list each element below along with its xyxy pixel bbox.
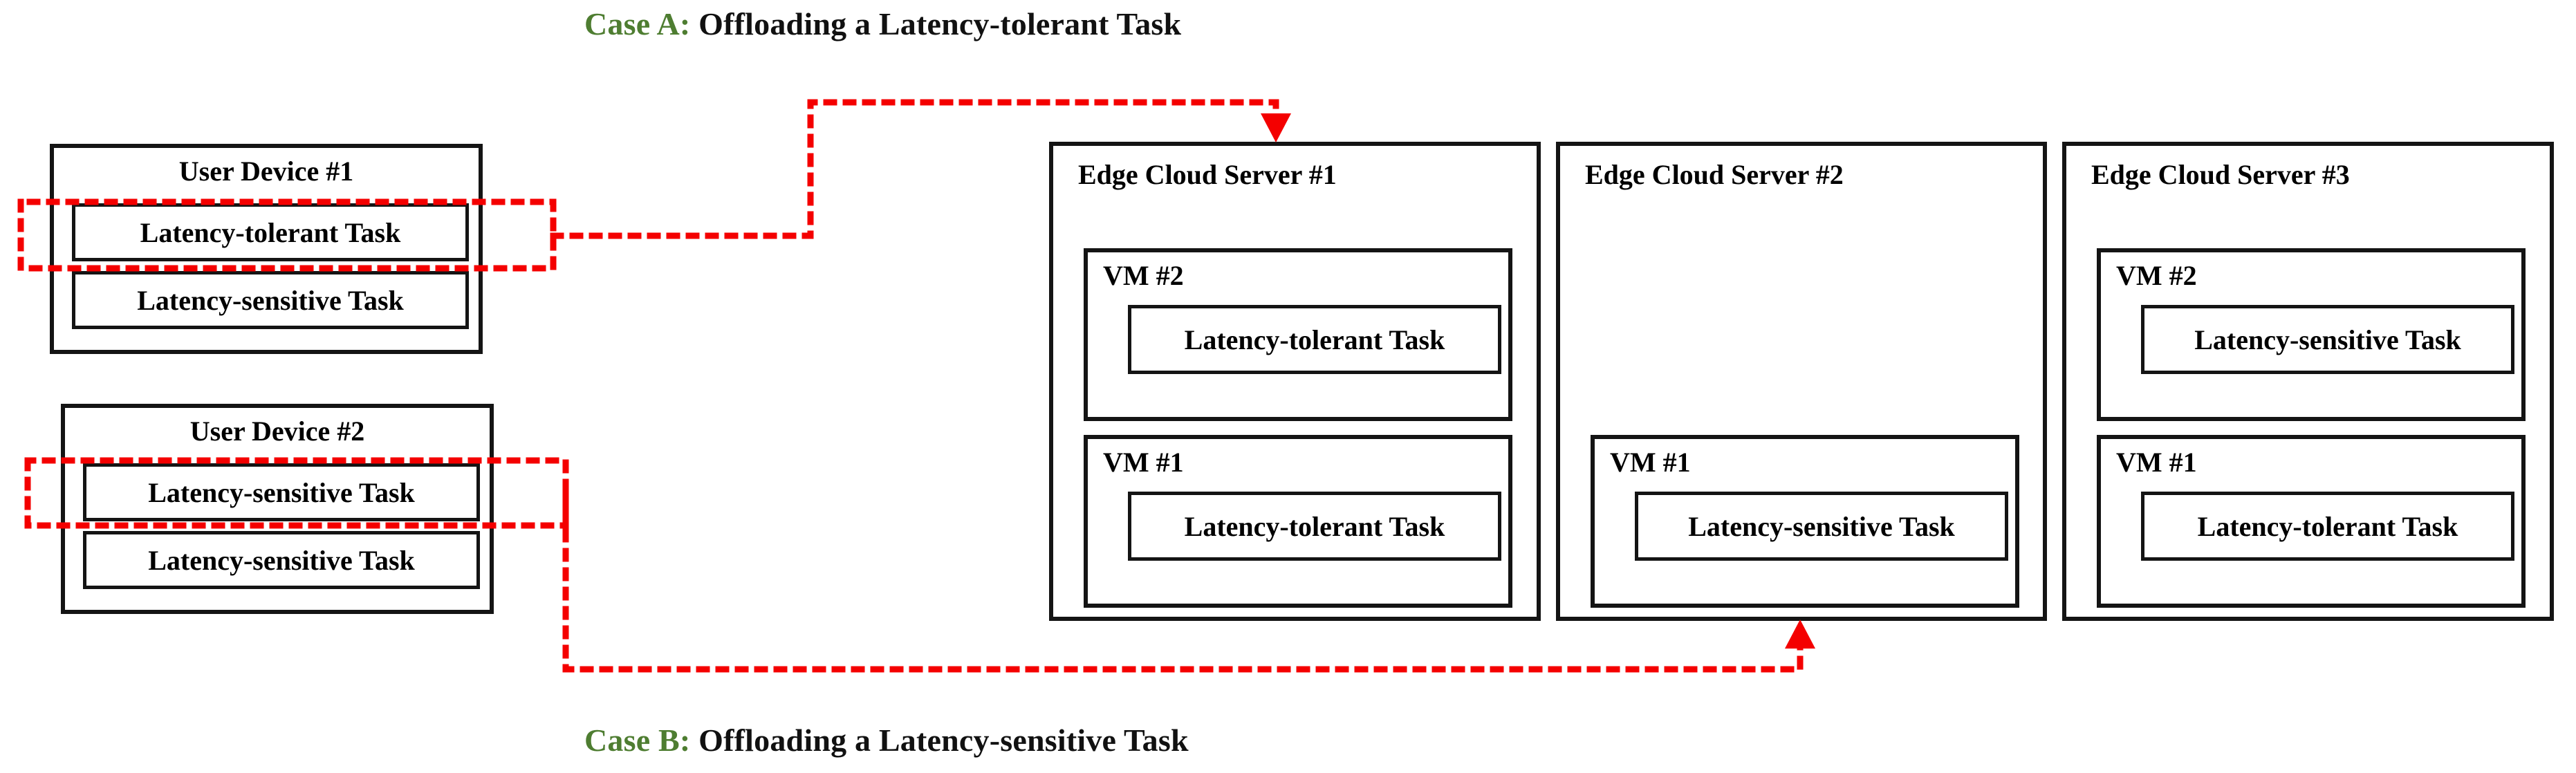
user-device-2-task-1[interactable]: Latency-sensitive Task [83, 463, 480, 521]
edge-cloud-server-1-vm-2[interactable]: VM #2 Latency-tolerant Task [1084, 248, 1512, 421]
edge-cloud-server-1-vm-2-task[interactable]: Latency-tolerant Task [1128, 305, 1501, 374]
edge-cloud-server-1[interactable]: Edge Cloud Server #1 VM #2 Latency-toler… [1049, 142, 1541, 621]
case-b-text: Offloading a Latency-sensitive Task [690, 723, 1189, 758]
edge-cloud-server-3-vm-2-name: VM #2 [2116, 260, 2197, 291]
caption-case-a: Case A: Offloading a Latency-tolerant Ta… [584, 6, 1181, 42]
edge-cloud-server-2-title: Edge Cloud Server #2 [1585, 159, 1844, 190]
case-a-arrowhead-icon [1261, 113, 1291, 142]
edge-cloud-server-1-vm-1[interactable]: VM #1 Latency-tolerant Task [1084, 435, 1512, 608]
user-device-1[interactable]: User Device #1 Latency-tolerant Task Lat… [50, 144, 483, 354]
caption-case-b: Case B: Offloading a Latency-sensitive T… [584, 722, 1189, 758]
user-device-1-task-1-label: Latency-tolerant Task [140, 216, 401, 248]
case-a-label: Case A: [584, 6, 691, 41]
edge-cloud-server-3-vm-1-task[interactable]: Latency-tolerant Task [2141, 492, 2514, 561]
user-device-1-task-1[interactable]: Latency-tolerant Task [72, 203, 469, 261]
edge-cloud-server-1-vm-1-task-label: Latency-tolerant Task [1184, 510, 1445, 542]
edge-cloud-server-3-vm-1-name: VM #1 [2116, 447, 2197, 478]
edge-cloud-server-1-vm-1-task[interactable]: Latency-tolerant Task [1128, 492, 1501, 561]
edge-cloud-server-3-vm-2-task[interactable]: Latency-sensitive Task [2141, 305, 2514, 374]
user-device-1-task-2[interactable]: Latency-sensitive Task [72, 271, 469, 329]
user-device-2-task-2[interactable]: Latency-sensitive Task [83, 531, 480, 589]
edge-cloud-server-2-vm-1-task[interactable]: Latency-sensitive Task [1635, 492, 2008, 561]
edge-cloud-server-2[interactable]: Edge Cloud Server #2 VM #1 Latency-sensi… [1556, 142, 2047, 621]
edge-cloud-server-1-title: Edge Cloud Server #1 [1078, 159, 1337, 190]
user-device-2[interactable]: User Device #2 Latency-sensitive Task La… [61, 404, 494, 614]
user-device-2-task-2-label: Latency-sensitive Task [148, 544, 415, 576]
case-b-arrowhead-icon [1785, 620, 1815, 649]
edge-cloud-server-3-title: Edge Cloud Server #3 [2091, 159, 2350, 190]
edge-cloud-server-2-vm-1-name: VM #1 [1610, 447, 1691, 478]
user-device-2-task-1-label: Latency-sensitive Task [148, 476, 415, 508]
case-b-label: Case B: [584, 723, 691, 758]
edge-cloud-server-1-vm-2-name: VM #2 [1103, 260, 1184, 291]
edge-cloud-server-3-vm-1[interactable]: VM #1 Latency-tolerant Task [2097, 435, 2526, 608]
edge-cloud-server-2-vm-1[interactable]: VM #1 Latency-sensitive Task [1591, 435, 2019, 608]
edge-cloud-server-3-vm-1-task-label: Latency-tolerant Task [2197, 510, 2458, 542]
user-device-2-title: User Device #2 [189, 416, 365, 447]
edge-cloud-server-3-vm-2[interactable]: VM #2 Latency-sensitive Task [2097, 248, 2526, 421]
edge-cloud-server-3-vm-2-task-label: Latency-sensitive Task [2194, 324, 2461, 355]
user-device-1-title: User Device #1 [178, 156, 354, 187]
edge-cloud-server-1-vm-2-task-label: Latency-tolerant Task [1184, 324, 1445, 355]
edge-cloud-server-2-vm-1-task-label: Latency-sensitive Task [1688, 510, 1955, 542]
edge-cloud-server-1-vm-1-name: VM #1 [1103, 447, 1184, 478]
user-device-1-task-2-label: Latency-sensitive Task [137, 284, 404, 316]
edge-cloud-server-3[interactable]: Edge Cloud Server #3 VM #2 Latency-sensi… [2062, 142, 2554, 621]
case-a-text: Offloading a Latency-tolerant Task [690, 6, 1182, 41]
